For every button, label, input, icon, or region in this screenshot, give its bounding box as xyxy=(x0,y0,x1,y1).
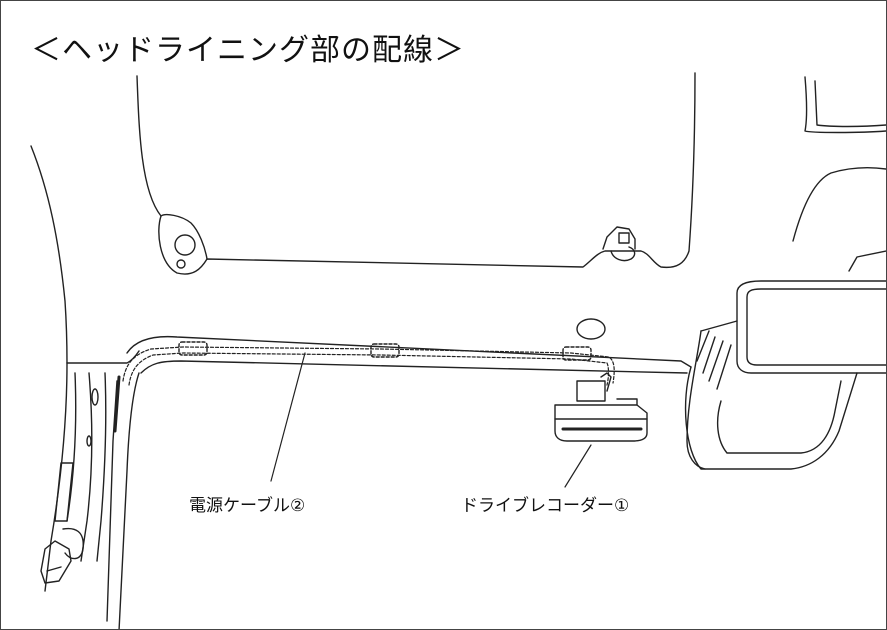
cable-clamp-3 xyxy=(562,346,592,361)
headliner-front-edge xyxy=(126,335,692,368)
grab-handle xyxy=(40,540,72,584)
drive-recorder-leader xyxy=(564,444,592,488)
windshield-edge xyxy=(804,76,886,134)
left-visor-clip xyxy=(160,214,208,260)
cable-clamp-2 xyxy=(370,343,400,358)
overhead-console xyxy=(684,366,858,470)
left-clip-hole xyxy=(174,234,196,256)
round-cap xyxy=(576,318,606,340)
drive-recorder-label: ドライブレコーダー① xyxy=(461,496,630,516)
right-visor-clip xyxy=(602,226,636,262)
power-cable-leader xyxy=(270,352,306,482)
power-cable-label: 電源ケーブル② xyxy=(189,496,306,516)
power-cable-route xyxy=(122,346,615,386)
drive-recorder-unit xyxy=(554,372,648,442)
headliner-panel-outline xyxy=(136,72,696,275)
diagram-title: ＜ヘッドライニング部の配線＞ xyxy=(31,33,465,68)
pillar-trim xyxy=(44,362,68,592)
rear-view-mirror-body xyxy=(736,280,886,374)
a-pillar-curve xyxy=(30,145,68,364)
cable-clamp-1 xyxy=(178,341,208,356)
